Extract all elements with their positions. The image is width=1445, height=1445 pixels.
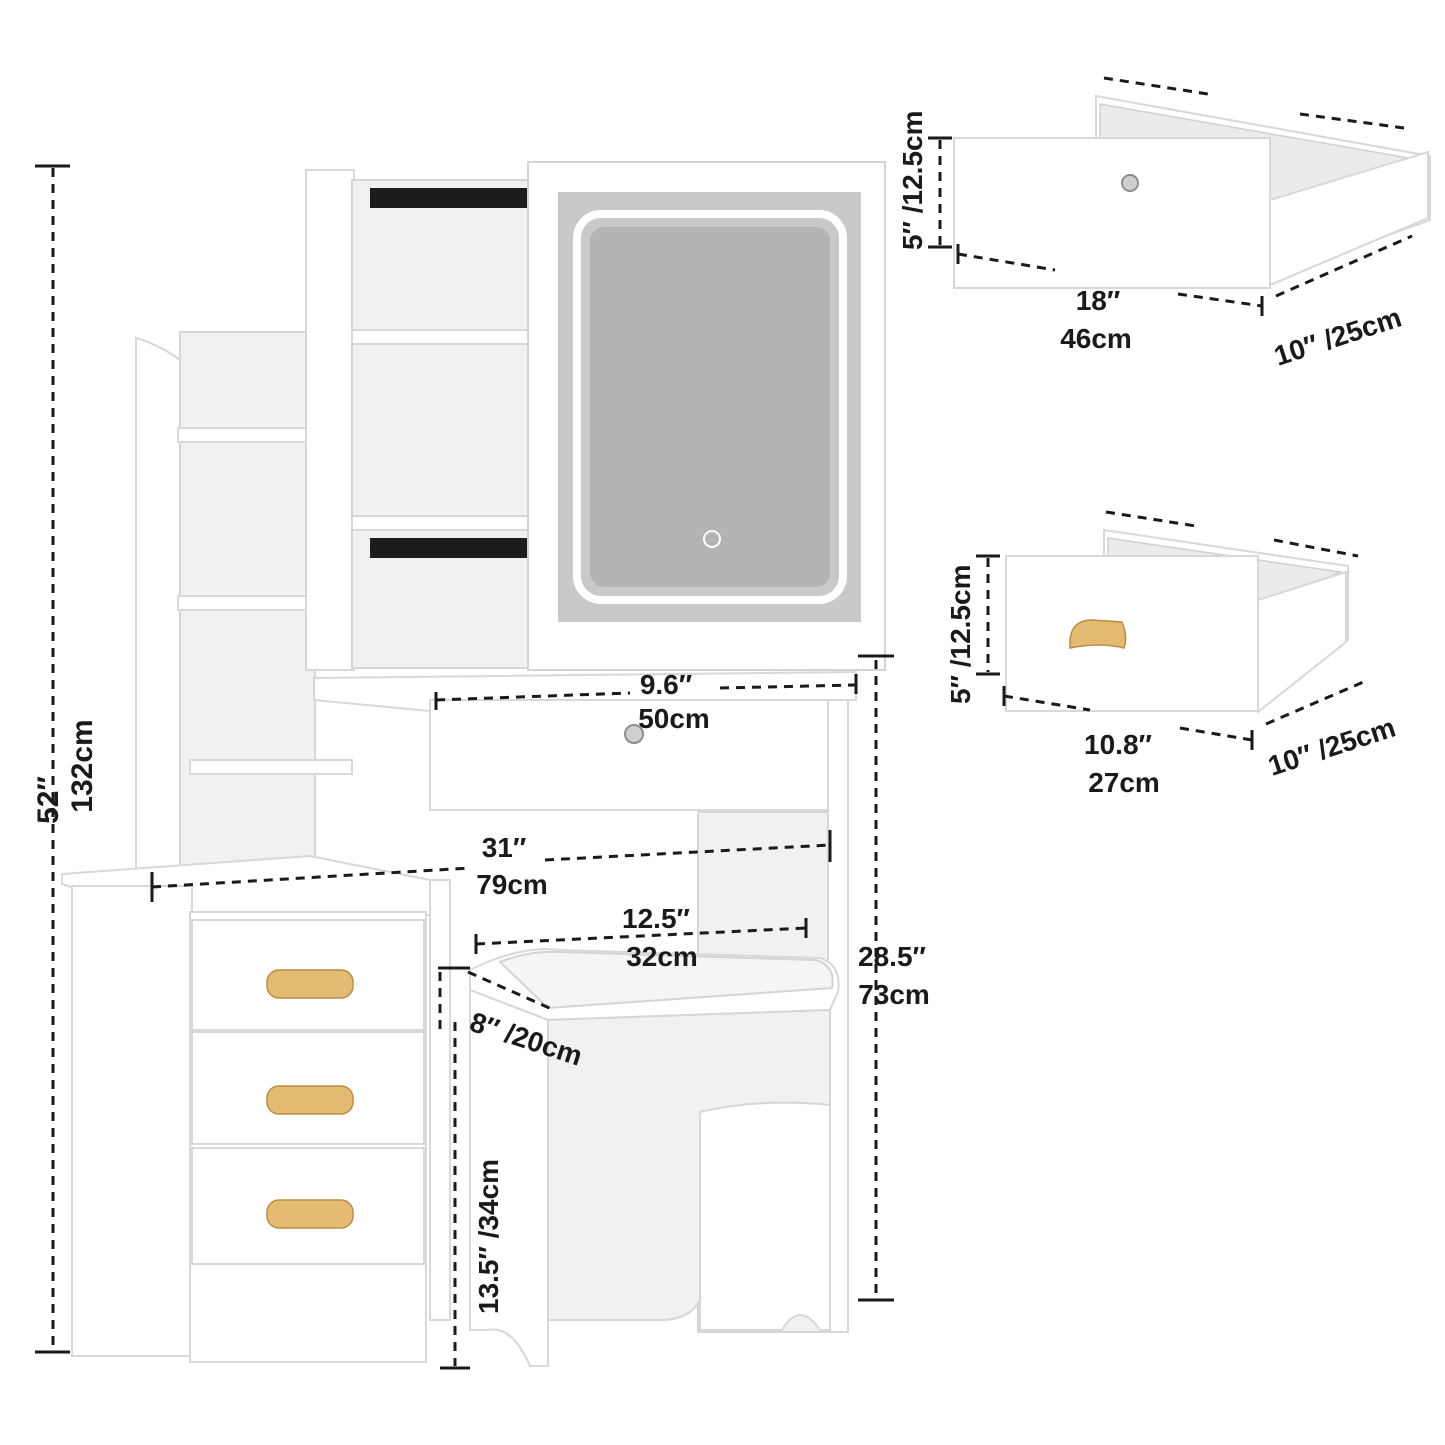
large-drawer (953, 94, 1431, 289)
stool-width-in-label: 12.5″ (622, 903, 690, 934)
touch-switch-icon (703, 530, 721, 548)
total-height-in-label: 52″ (32, 776, 65, 824)
small-drawer-handle (1069, 619, 1127, 649)
table-width-in-label: 31″ (482, 832, 527, 863)
mirror-hutch (305, 161, 886, 671)
large-drawer-front (953, 137, 1271, 289)
left-shelf-unit (135, 331, 353, 873)
drawer-width-in-label: 9.6″ (640, 669, 692, 700)
table-width-cm-label: 79cm (476, 869, 548, 900)
mirror-glass (590, 227, 830, 587)
led-light-strip (573, 210, 847, 604)
large-drawer-width-cm-label: 46cm (1060, 323, 1132, 354)
table-height-cm-label: 73cm (858, 979, 930, 1010)
total-height-cm-label: 132cm (66, 719, 99, 812)
small-drawer-depth-label: 10″ /25cm (1264, 712, 1399, 782)
wood-handle-2 (266, 1085, 354, 1115)
table-height-in-label: 28.5″ (858, 941, 926, 972)
wood-handle-1 (266, 969, 354, 999)
small-drawer-front (1005, 555, 1259, 712)
drawer-width-cm-label: 50cm (638, 703, 710, 734)
stool-width-cm-label: 32cm (626, 941, 698, 972)
small-drawer-width-in-label: 10.8″ (1084, 729, 1152, 760)
slide-rail-top (370, 188, 528, 208)
large-drawer-width-in-label: 18″ (1076, 285, 1121, 316)
dimension-lines (35, 76, 1413, 1370)
large-drawer-knob (1121, 174, 1139, 192)
stool-cushion (498, 950, 834, 1010)
small-drawer-width-cm-label: 27cm (1088, 767, 1160, 798)
small-drawer (1005, 528, 1349, 715)
stool-height-label: 13.5″ /34cm (473, 1159, 504, 1314)
slide-rail-bottom (370, 538, 528, 558)
large-drawer-height-label: 5″ /12.5cm (897, 110, 928, 250)
small-drawer-height-label: 5″ /12.5cm (945, 564, 976, 704)
wood-handle-3 (266, 1199, 354, 1229)
drawer-knob (624, 724, 644, 744)
large-drawer-depth-label: 10″ /25cm (1270, 302, 1405, 372)
stool (469, 948, 840, 1367)
